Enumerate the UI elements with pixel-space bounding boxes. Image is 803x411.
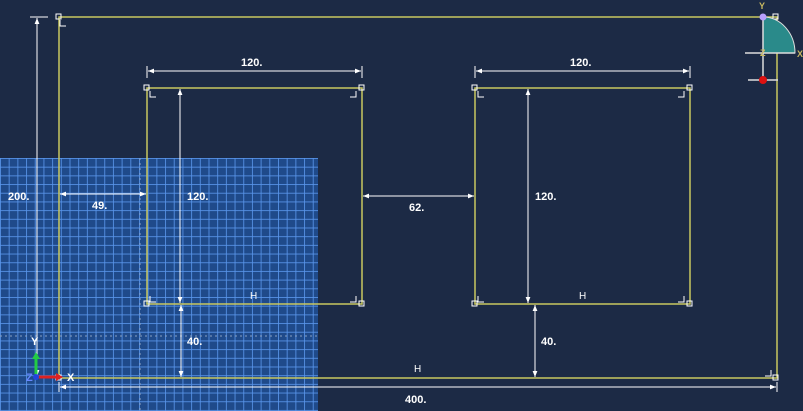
perpendicular-constraints [59,20,772,377]
dimension-overall-height[interactable]: 200. [8,16,48,376]
dimension-label: 120. [535,191,556,203]
dimension-label: 400. [405,394,426,406]
dimension-cutout-left-width[interactable]: 120. [146,57,363,78]
dimension-label: 120. [241,57,262,69]
view-triad-z-label: Z [760,48,766,58]
dimension-cutout-right-bottom-offset[interactable]: 40. [532,305,556,377]
outer-rectangle[interactable] [58,16,778,379]
dimension-cutout-left-height[interactable]: 120. [177,89,208,303]
dimension-cutout-right-height[interactable]: 120. [525,89,556,303]
horizontal-constraint-label: H [414,364,421,375]
sketch-grid [0,158,318,411]
triad-y-label: Y [31,336,39,348]
horizontal-constraint-label: H [579,291,586,302]
dimension-label: 40. [541,336,556,348]
dimension-label: 120. [187,191,208,203]
dimension-label: 120. [570,57,591,69]
cutout-right[interactable] [474,87,691,305]
dimension-cutout-left-bottom-offset[interactable]: 40. [178,305,202,377]
view-triad-icon: Y X Z [745,1,803,84]
dimension-overall-width[interactable]: 400. [58,382,778,406]
triad-x-label: X [67,372,75,384]
dimension-label: 40. [187,336,202,348]
dimension-label: 200. [8,191,29,203]
dimension-cutout-right-width[interactable]: 120. [474,57,691,78]
horizontal-constraint-label: H [250,291,257,302]
cutout-left[interactable] [146,87,363,305]
dimension-label: 49. [92,200,107,212]
dimension-cutout-gap[interactable]: 62. [363,193,474,214]
origin-triad-icon: Y X Z [26,336,75,384]
view-triad-y-label: Y [759,1,765,11]
view-triad-x-label: X [797,49,803,59]
vertex-markers [55,13,779,381]
triad-z-label: Z [26,372,33,384]
dimension-left-offset[interactable]: 49. [60,191,146,212]
dimension-label: 62. [409,202,424,214]
